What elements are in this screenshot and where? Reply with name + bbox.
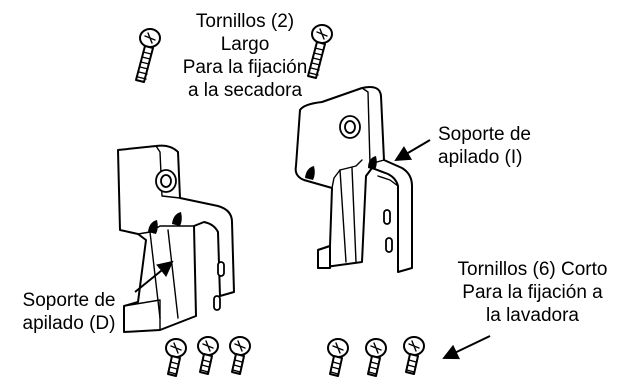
short-screw-icon — [403, 336, 425, 375]
bracket-d-label: Soporte de apilado (D) — [4, 289, 134, 335]
long-screws-label-line: Tornillos (2) — [195, 11, 295, 32]
long-screws-label-line: Para la fijación — [182, 57, 308, 78]
bracket-d-label-line: Soporte de — [22, 290, 116, 311]
short-screw-icon — [165, 338, 187, 377]
arrow-to-short-screws — [442, 335, 491, 360]
short-screws-label: Tornillos (6) Corto Para la fijación a l… — [430, 258, 635, 327]
short-screws-label-line: Para la fijación a — [462, 282, 603, 303]
stacking-bracket-d — [117, 144, 235, 333]
short-screws-label-line: la lavadora — [486, 305, 579, 326]
bracket-i-label-line: apilado (I) — [438, 147, 523, 168]
bracket-d-label-line: apilado (D) — [22, 313, 116, 334]
long-screws-label: Tornillos (2) Largo Para la fijación a l… — [150, 10, 340, 102]
short-screw-icon — [197, 336, 219, 375]
bracket-i-label: Soporte de apilado (I) — [438, 123, 563, 169]
short-screw-icon — [229, 336, 251, 375]
short-screw-icon — [365, 338, 387, 377]
arrow-to-bracket-i — [394, 139, 431, 162]
long-screws-label-line: Largo — [220, 34, 270, 55]
short-screw-icon — [327, 338, 349, 377]
long-screws-label-line: a la secadora — [187, 80, 303, 101]
stacking-bracket-i — [294, 86, 413, 273]
bracket-i-label-line: Soporte de — [438, 124, 531, 145]
short-screws-label-line: Tornillos (6) Corto — [457, 259, 608, 280]
arrow-to-bracket-d — [134, 260, 174, 293]
